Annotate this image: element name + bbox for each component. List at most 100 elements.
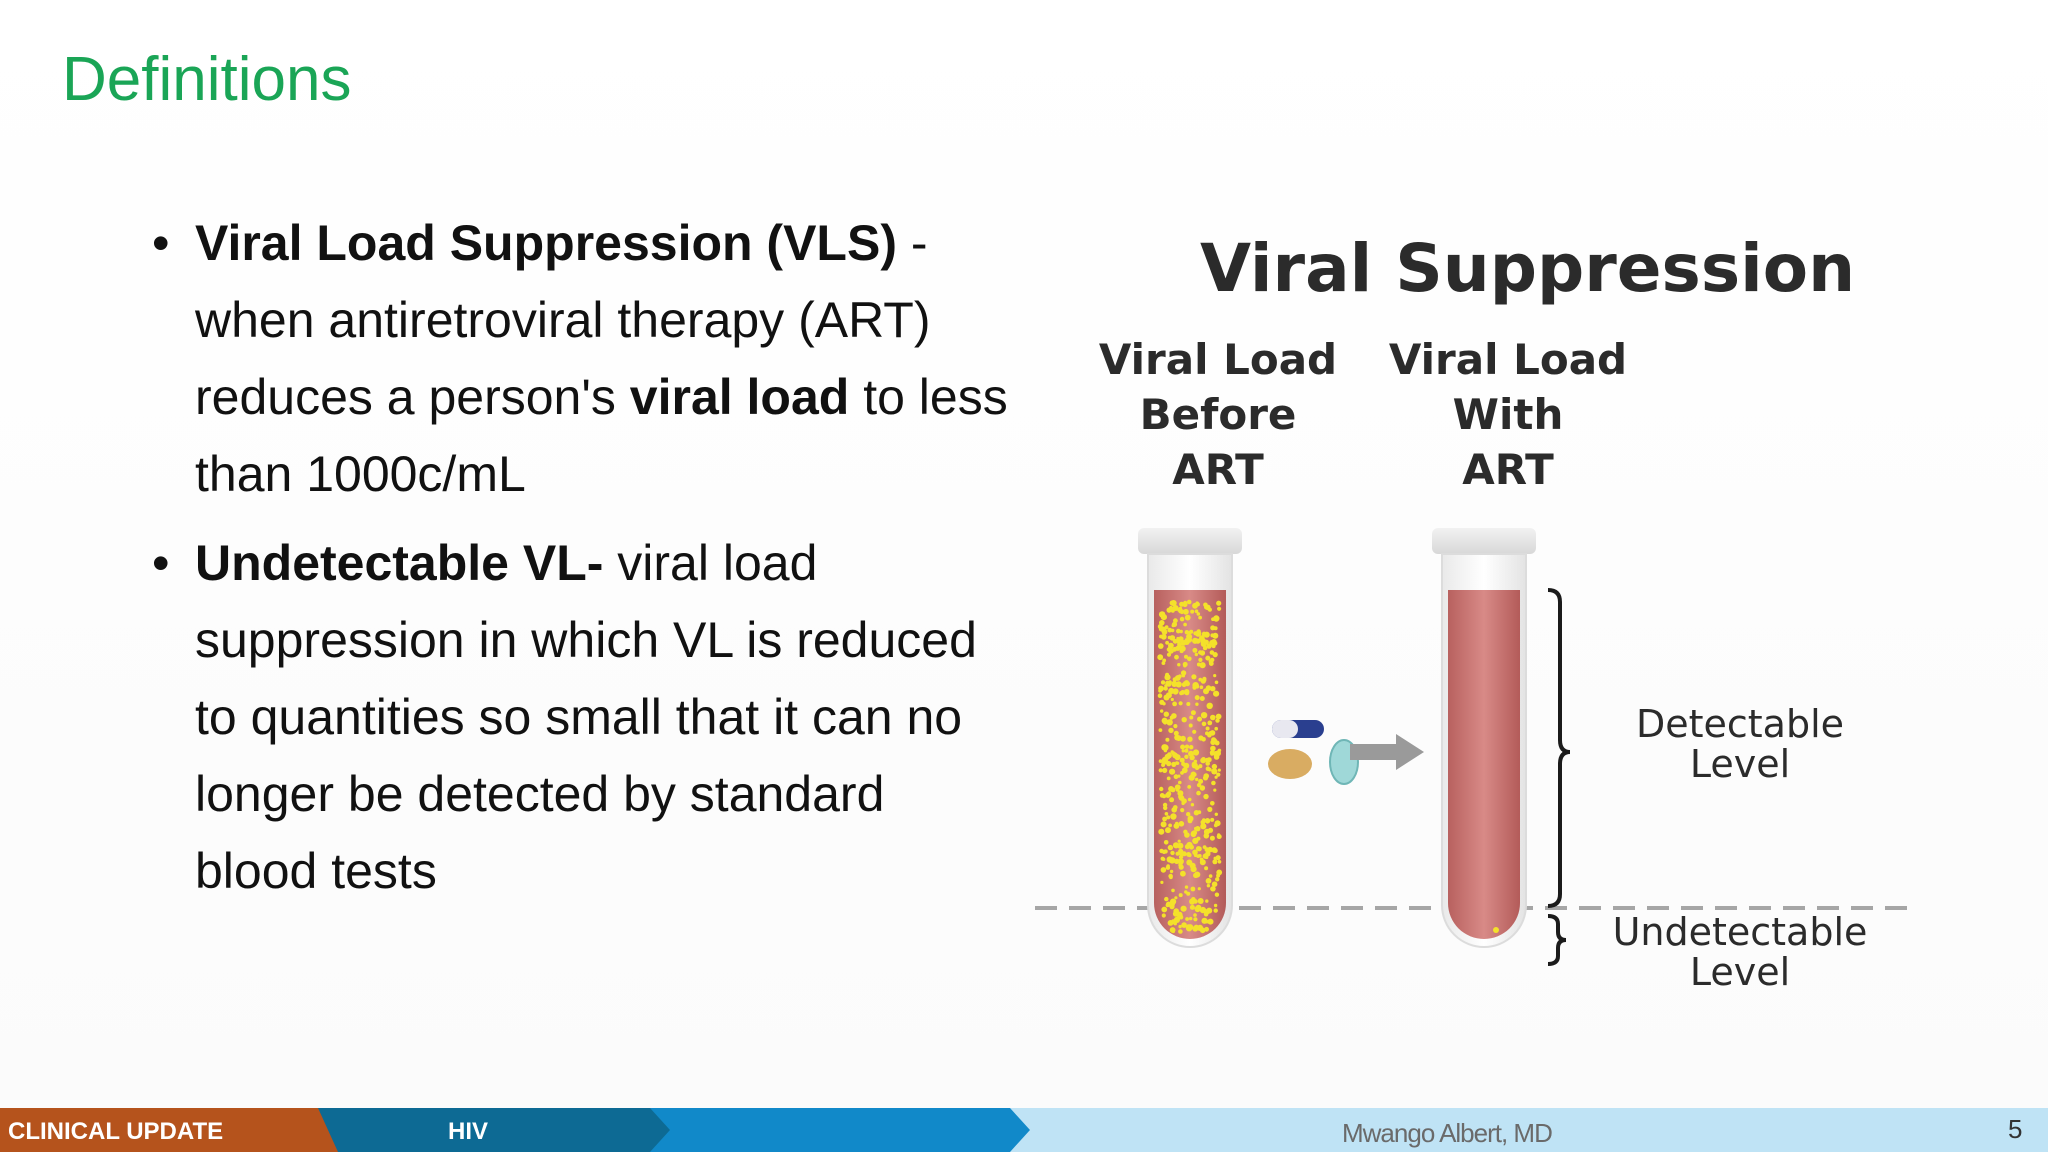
virus-particle	[1181, 717, 1187, 723]
virus-particle	[1217, 768, 1221, 772]
virus-particle	[1158, 728, 1163, 732]
virus-particle	[1197, 887, 1201, 891]
virus-particle	[1181, 801, 1185, 806]
bullet-undetectable: • Undetectable VL- viral load suppressio…	[150, 525, 1010, 910]
virus-particle	[1200, 712, 1208, 719]
virus-particle	[1210, 886, 1216, 892]
virus-particle	[1208, 661, 1214, 666]
virus-particle	[1161, 744, 1168, 751]
virus-particle	[1175, 735, 1182, 741]
virus-particle	[1160, 856, 1165, 861]
virus-particle	[1204, 926, 1209, 932]
label-with-art: Viral Load With ART	[1378, 332, 1638, 497]
virus-particle	[1214, 775, 1218, 779]
virus-particle	[1198, 650, 1203, 655]
virus-particle	[1211, 847, 1218, 853]
virus-particle	[1198, 854, 1202, 858]
virus-particle	[1212, 859, 1218, 865]
virus-particle	[1193, 853, 1198, 858]
virus-particle	[1204, 794, 1209, 799]
virus-particle	[1176, 628, 1181, 634]
virus-particle	[1177, 790, 1184, 797]
virus-particle	[1205, 878, 1212, 884]
virus-particle	[1164, 812, 1169, 816]
virus-particle	[1196, 782, 1202, 788]
virus-particle	[1192, 729, 1197, 734]
pill-tablet-icon	[1268, 749, 1312, 779]
virus-particle	[1189, 916, 1193, 921]
virus-particle	[1215, 718, 1220, 723]
virus-particle	[1207, 806, 1213, 813]
virus-particle	[1215, 877, 1220, 882]
viral-suppression-illustration: Viral Suppression Viral Load Before ART …	[1020, 210, 1980, 1010]
virus-particle	[1163, 694, 1170, 701]
virus-particle	[1186, 702, 1191, 706]
virus-particle	[1174, 654, 1179, 660]
virus-particle	[1181, 761, 1186, 767]
bullet-dot: •	[152, 215, 170, 271]
virus-particle	[1205, 726, 1210, 731]
virus-particle	[1210, 752, 1214, 756]
slide-number: 5	[2008, 1114, 2023, 1144]
label-line: Detectable	[1635, 702, 1845, 746]
virus-particle	[1213, 823, 1218, 828]
virus-particle	[1196, 612, 1201, 616]
virus-particle	[1211, 881, 1218, 887]
virus-particle	[1171, 888, 1175, 893]
virus-particle	[1178, 929, 1183, 934]
virus-particle	[1163, 840, 1169, 845]
virus-particle	[1179, 649, 1184, 654]
virus-particle	[1186, 637, 1193, 643]
virus-particle	[1158, 759, 1163, 763]
virus-particle	[1165, 827, 1171, 834]
virus-particle	[1210, 714, 1216, 721]
virus-particle	[1203, 773, 1209, 779]
test-tube-icon	[1138, 528, 1242, 948]
virus-particle	[1184, 890, 1188, 894]
virus-particle	[1205, 685, 1212, 691]
virus-particle	[1172, 688, 1179, 695]
label-detectable-level: Detectable Level	[1590, 704, 1890, 784]
virus-particle	[1160, 614, 1167, 621]
virus-particle	[1205, 899, 1209, 903]
virus-particle	[1163, 686, 1168, 691]
virus-particle	[1192, 749, 1200, 756]
virus-particle	[1188, 631, 1192, 635]
virus-particle	[1168, 647, 1174, 654]
virus-particle	[1183, 664, 1187, 668]
virus-particle	[1207, 767, 1212, 772]
virus-particle	[1180, 808, 1185, 813]
virus-particle	[1192, 647, 1198, 653]
virus-particle	[1193, 913, 1197, 917]
label-line: ART	[1172, 445, 1264, 494]
term-viral-load: viral load	[629, 369, 850, 425]
virus-particle	[1166, 856, 1173, 863]
virus-particle	[1165, 640, 1169, 645]
footer-author: Mwango Albert, MD	[1342, 1118, 1553, 1148]
virus-particle	[1204, 909, 1210, 915]
virus-particle	[1160, 680, 1166, 685]
virus-particle	[1161, 756, 1169, 764]
virus-particle	[1172, 605, 1179, 611]
virus-particle	[1205, 920, 1209, 924]
virus-particle	[1162, 720, 1168, 725]
virus-particle	[1170, 628, 1175, 633]
virus-particle	[1207, 607, 1212, 612]
virus-particle	[1213, 788, 1217, 792]
virus-particle	[1175, 788, 1180, 792]
virus-particle	[1184, 630, 1189, 635]
virus-particle	[1189, 904, 1195, 910]
virus-particle	[1178, 780, 1182, 785]
virus-particle	[1197, 716, 1202, 722]
virus-particle	[1165, 737, 1170, 742]
virus-particle	[1183, 681, 1188, 686]
virus-particle	[1170, 697, 1174, 702]
label-line: Viral Load	[1388, 335, 1628, 384]
virus-particle	[1175, 851, 1180, 856]
virus-particle	[1198, 615, 1202, 620]
virus-particle	[1201, 737, 1206, 742]
virus-particle	[1167, 627, 1173, 633]
virus-particle	[1204, 818, 1211, 824]
virus-particle	[1193, 772, 1197, 777]
virus-particle	[1189, 898, 1195, 905]
